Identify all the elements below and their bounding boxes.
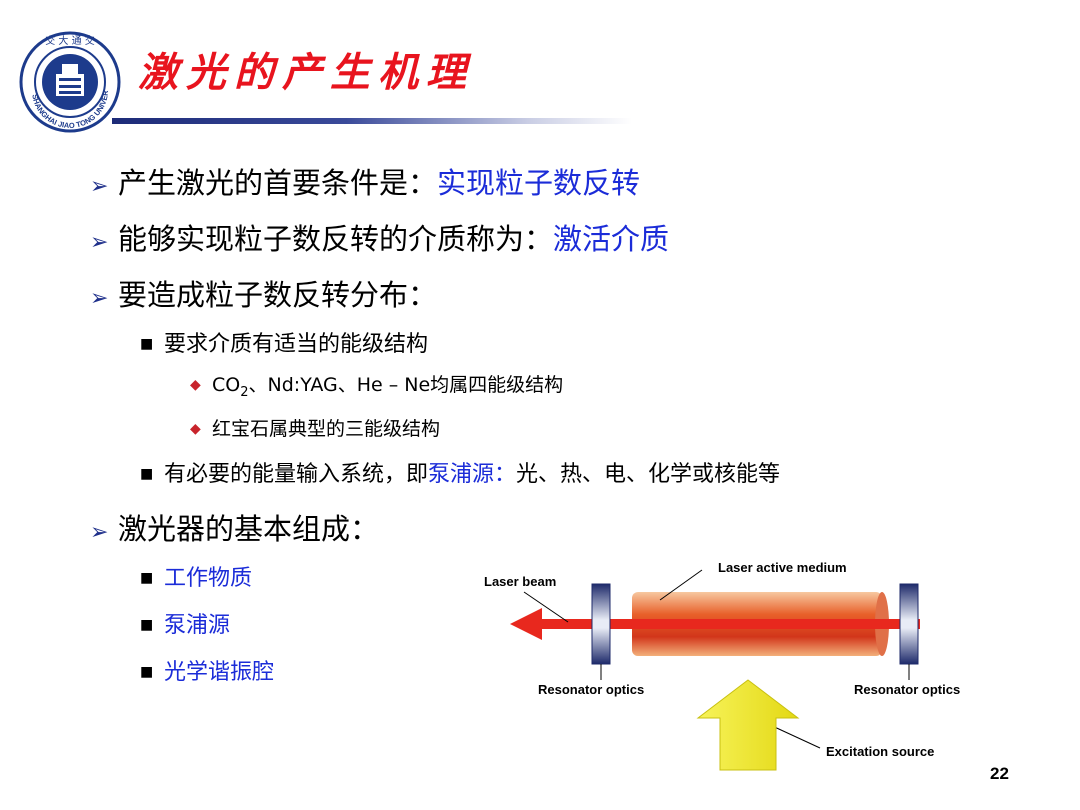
arrow-bullet-icon: ➢	[90, 174, 109, 199]
bullet-1: ➢产生激光的首要条件是：实现粒子数反转	[90, 166, 641, 200]
sub-bullet-1: ■要求介质有适当的能级结构	[140, 332, 429, 357]
laser-diagram: Laser beam Laser active medium Resonator…	[480, 552, 980, 774]
laser-beam-arrow-icon	[510, 608, 542, 640]
diamond-bullet-icon: ◆	[190, 377, 201, 393]
label-laser-beam: Laser beam	[484, 574, 557, 589]
arrow-bullet-icon: ➢	[90, 520, 109, 545]
square-bullet-icon: ■	[140, 336, 154, 352]
left-resonator-mirror	[591, 583, 611, 665]
leader-excitation	[767, 723, 821, 749]
bullet-4: ➢激光器的基本组成：	[90, 512, 380, 546]
sub-bullet-4: ■泵浦源	[140, 613, 231, 638]
laser-diagram-graphic	[480, 552, 980, 774]
square-bullet-icon: ■	[140, 617, 154, 633]
leader-active-medium	[659, 569, 703, 601]
sub-sub-bullet-2: ◆红宝石属典型的三能级结构	[190, 418, 441, 440]
right-resonator-mirror	[899, 583, 919, 665]
square-bullet-icon: ■	[140, 570, 154, 586]
excitation-arrow-icon	[696, 679, 800, 771]
laser-beam-line	[540, 619, 920, 629]
label-excitation: Excitation source	[826, 744, 935, 759]
arrow-bullet-icon: ➢	[90, 286, 109, 311]
label-resonator-left: Resonator optics	[538, 682, 645, 697]
arrow-bullet-icon: ➢	[90, 230, 109, 255]
square-bullet-icon: ■	[140, 466, 154, 482]
label-resonator-right: Resonator optics	[854, 682, 961, 697]
diamond-bullet-icon: ◆	[190, 421, 201, 437]
sub-bullet-2: ■有必要的能量输入系统，即泵浦源：光、热、电、化学或核能等	[140, 462, 781, 487]
label-active-medium: Laser active medium	[718, 560, 847, 575]
logo-top-text: 交 大 通 交	[45, 34, 95, 47]
bullet-3: ➢要造成粒子数反转分布：	[90, 278, 438, 312]
sub-sub-bullet-1: ◆CO2、Nd:YAG、He – Ne均属四能级结构	[190, 374, 564, 400]
title-underline	[112, 118, 632, 124]
university-logo: SHANGHAI JIAO TONG UNIVERSITY 交 大 通 交	[18, 30, 121, 133]
bullet-2: ➢能够实现粒子数反转的介质称为：激活介质	[90, 222, 670, 256]
square-bullet-icon: ■	[140, 664, 154, 680]
page-number: 22	[990, 764, 1009, 783]
slide-title: 激光的产生机理	[138, 49, 474, 96]
sub-bullet-5: ■光学谐振腔	[140, 660, 275, 685]
sub-bullet-3: ■工作物质	[140, 566, 253, 591]
leader-laser-beam	[523, 591, 569, 623]
